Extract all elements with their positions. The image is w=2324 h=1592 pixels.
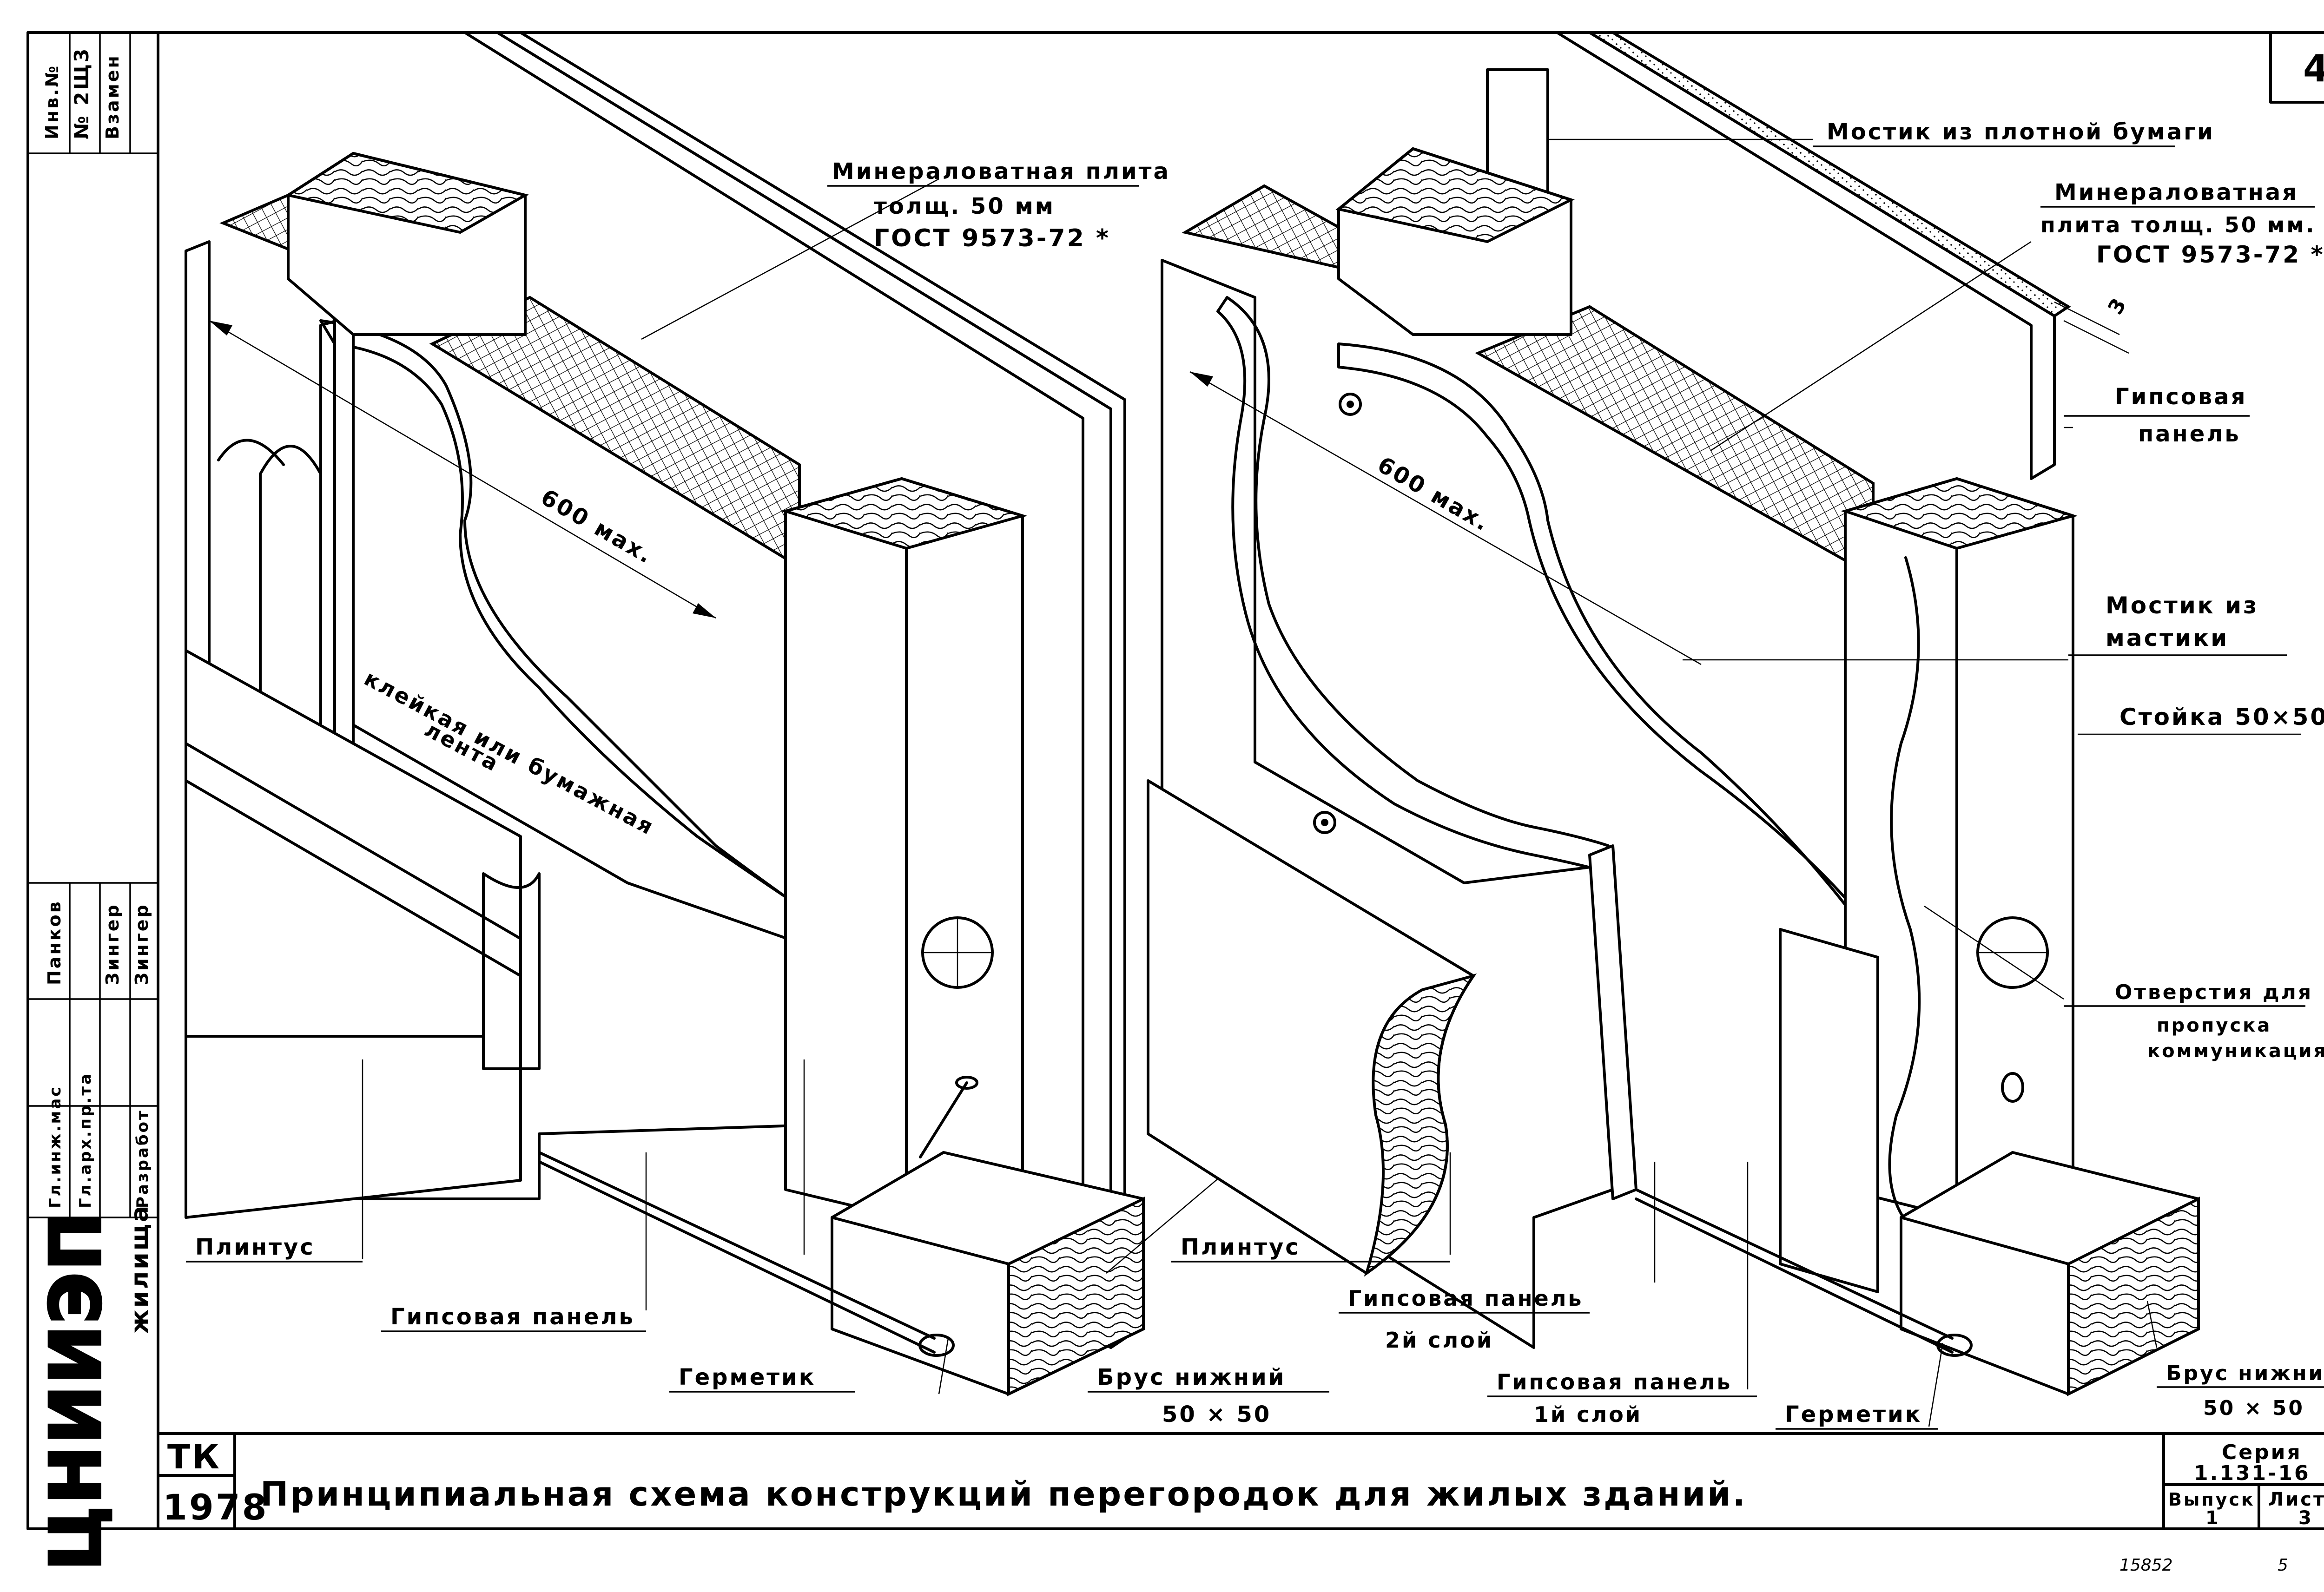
left-mineral-wool-standard: ГОСТ 9573-72 * bbox=[874, 224, 1110, 252]
page-label: Лист bbox=[2268, 1489, 2324, 1510]
page-value: 3 bbox=[2298, 1507, 2313, 1529]
right-mineral-wool-label: Минераловатная bbox=[2054, 179, 2298, 205]
right-partition-drawing bbox=[1147, 31, 2301, 1427]
right-stud-label: Стойка 50×50 bbox=[2119, 704, 2324, 730]
year-label: 1978 bbox=[163, 1487, 269, 1528]
left-partition-drawing bbox=[185, 31, 1228, 1396]
right-bottom-beam-size: 50 × 50 bbox=[2203, 1396, 2304, 1420]
right-dim-3: 3 bbox=[2103, 293, 2132, 318]
stamp-name-2: Зингер bbox=[102, 903, 123, 985]
right-mastic-label-2: мастики bbox=[2106, 625, 2229, 651]
left-bottom-beam-label: Брус нижний bbox=[1097, 1364, 1286, 1390]
right-sealant-label: Герметик bbox=[1785, 1401, 1922, 1428]
stamp-inv-label: Инв.№ bbox=[42, 64, 62, 139]
series-label: Серия bbox=[2222, 1441, 2302, 1464]
organization-logo: ЦНИИЭП bbox=[36, 1210, 117, 1571]
left-spacing-label: 600 мах. bbox=[536, 484, 658, 569]
right-gypsum-1st-layer: 1й слой bbox=[1534, 1402, 1642, 1427]
stamp-inv-value: № 2Щ3 bbox=[70, 47, 93, 139]
right-paper-bridge-label: Мостик из плотной бумаги bbox=[1827, 119, 2215, 145]
left-gypsum-panel-label: Гипсовая панель bbox=[390, 1304, 635, 1330]
stamp-role-2: Гл.арх.пр.та bbox=[76, 1072, 95, 1208]
stamp-role-3: Разработ bbox=[133, 1109, 152, 1208]
side-stamp: № 2Щ3 Взамен Инв.№ Гл.инж.мас Гл.арх.пр.… bbox=[26, 31, 159, 1572]
right-holes-label-3: коммуникация bbox=[2147, 1040, 2324, 1062]
stamp-role-1: Гл.инж.мас bbox=[46, 1085, 65, 1208]
sheet-number: 4 bbox=[2303, 47, 2324, 90]
right-gypsum-label-2: панель bbox=[2138, 421, 2241, 447]
right-bottom-beam-label: Брус нижний bbox=[2166, 1362, 2324, 1385]
right-holes-label-1: Отверстия для bbox=[2115, 980, 2313, 1004]
right-mastic-label-1: Мостик из bbox=[2106, 592, 2258, 619]
copy-number: 5 bbox=[2278, 1556, 2288, 1575]
series-value: 1.131-16 bbox=[2194, 1461, 2311, 1485]
stamp-name-1: Панков bbox=[44, 900, 65, 985]
left-sealant-label: Герметик bbox=[679, 1364, 816, 1390]
sheet-title: Принципиальная схема конструкций перегор… bbox=[260, 1474, 1747, 1513]
issue-label: Выпуск bbox=[2168, 1489, 2255, 1510]
stamp-replace-label: Взамен bbox=[102, 54, 123, 139]
left-bottom-beam-size: 50 × 50 bbox=[1162, 1401, 1271, 1428]
stamp-name-3: Зингер bbox=[132, 903, 152, 985]
right-gypsum-2nd-label: Гипсовая панель bbox=[1348, 1286, 1583, 1311]
left-mineral-wool-label: Минераловатная плита bbox=[832, 158, 1170, 184]
right-gypsum-1st-label: Гипсовая панель bbox=[1497, 1369, 1732, 1395]
left-mineral-wool-thickness: толщ. 50 мм bbox=[874, 193, 1055, 219]
title-block: 4 ТК 1978 Принципиальная схема конструкц… bbox=[163, 47, 2324, 1575]
organization-sub: жилища bbox=[126, 1204, 154, 1334]
right-spacing-label: 600 мах. bbox=[1373, 452, 1495, 537]
right-holes-label-2: пропуска bbox=[2157, 1015, 2271, 1036]
issue-value: 1 bbox=[2205, 1507, 2220, 1529]
left-skirting-label: Плинтус bbox=[195, 1234, 315, 1260]
right-skirting-label: Плинтус bbox=[1181, 1234, 1301, 1260]
sheet-frame bbox=[157, 31, 2324, 1530]
right-gypsum-label-1: Гипсовая bbox=[2115, 384, 2247, 410]
inventory-number: 15852 bbox=[2119, 1556, 2173, 1575]
right-gypsum-2nd-layer: 2й слой bbox=[1385, 1328, 1493, 1353]
right-mineral-wool-standard: ГОСТ 9573-72 * bbox=[2096, 241, 2324, 268]
right-mineral-wool-thickness: плита толщ. 50 мм. bbox=[2040, 212, 2316, 237]
tk-label: ТК bbox=[167, 1437, 221, 1476]
